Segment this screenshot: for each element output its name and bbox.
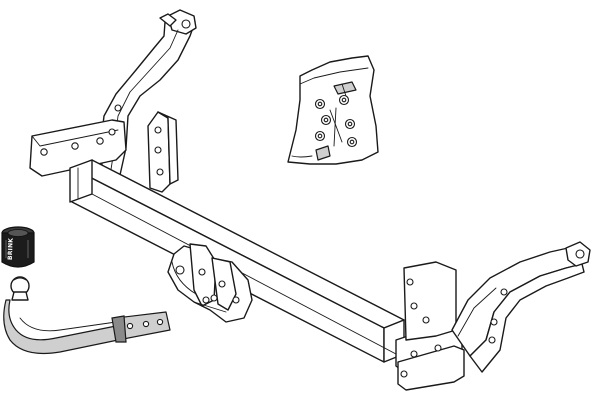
left-mounting-bracket (29, 9, 197, 181)
central-hitch-bracket (167, 243, 253, 323)
right-mounting-bracket (395, 241, 591, 391)
tow-ball-arm (3, 276, 171, 355)
electrical-socket: BRINK (1, 226, 35, 268)
small-angle-bracket (147, 111, 179, 193)
hardware-bag (287, 55, 379, 165)
socket-brand-label: BRINK (7, 238, 15, 260)
